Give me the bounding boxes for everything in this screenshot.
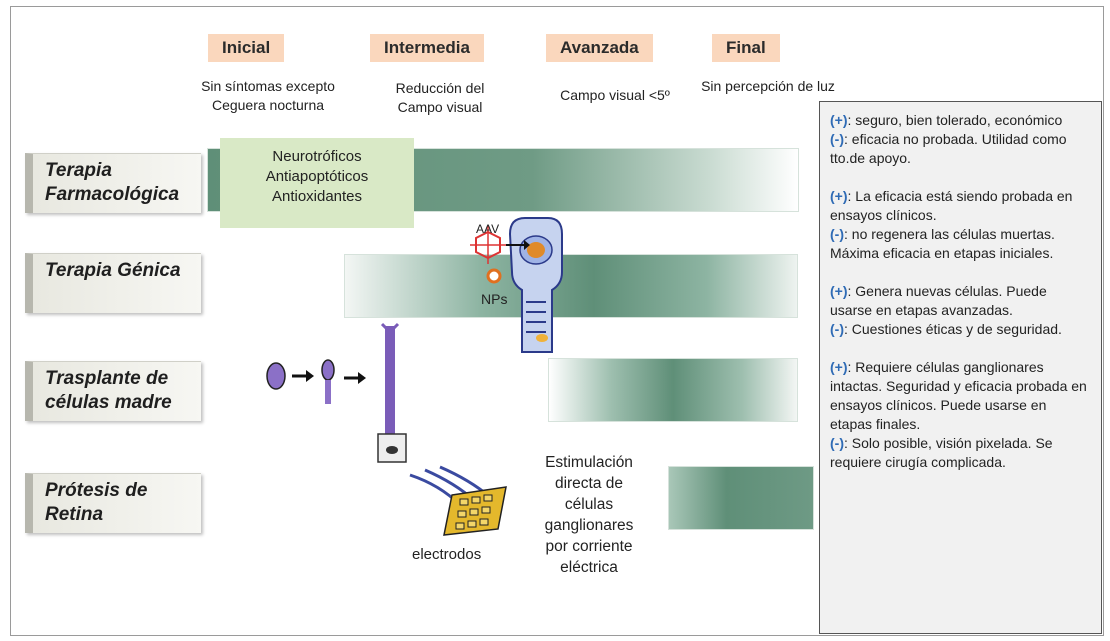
stage-final: Final xyxy=(712,34,780,62)
pros-marker: (+) xyxy=(830,283,848,299)
stage-intermedia: Intermedia xyxy=(370,34,484,62)
note-protesis: (+): Requiere células ganglionares intac… xyxy=(830,358,1091,472)
stage-inicial: Inicial xyxy=(208,34,285,62)
stage-avanzada-desc: Campo visual <5º xyxy=(560,87,670,103)
stage-final-desc: Sin percepción de luz xyxy=(701,78,835,94)
diagram-frame xyxy=(10,6,1104,636)
cons-marker: (-) xyxy=(830,131,844,147)
pros-cons-panel: (+): seguro, bien tolerado, económico (-… xyxy=(819,101,1102,634)
stage-avanzada: Avanzada xyxy=(546,34,653,62)
note-genica: (+): La eficacia está siendo probada en … xyxy=(830,187,1091,263)
pros-text: : seguro, bien tolerado, económico xyxy=(847,112,1063,128)
retinal-electrode-array xyxy=(409,465,507,536)
electrodes-label: electrodos xyxy=(412,546,482,563)
pharma-neurotroficos: Neurotróficos xyxy=(272,148,362,165)
cons-text: : Solo posible, visión pixelada. Se requ… xyxy=(830,435,1053,470)
bar-trasplante xyxy=(548,358,798,422)
cons-text: : no regenera las células muertas. Máxim… xyxy=(830,226,1055,261)
stage-inicial-desc: Sin síntomas excepto Ceguera nocturna xyxy=(201,78,335,113)
cons-text: : eficacia no probada. Utilidad como tto… xyxy=(830,131,1067,166)
nps-label: NPs xyxy=(481,291,508,307)
pharma-antioxidantes: Antioxidantes xyxy=(271,188,363,205)
bar-genica xyxy=(344,254,798,318)
pharma-antiapoptoticos: Antiapoptóticos xyxy=(265,168,369,185)
aav-label: AAV xyxy=(476,222,500,236)
pros-marker: (+) xyxy=(830,112,848,128)
stimulation-description: Estimulación directa de células ganglion… xyxy=(544,454,634,576)
stage-intermedia-desc: Reducción del Campo visual xyxy=(395,80,485,115)
therapy-label-farmacologica: Terapia Farmacológica xyxy=(25,153,201,213)
aav-virus-icon xyxy=(470,226,530,264)
cons-marker: (-) xyxy=(830,435,844,451)
bar-protesis xyxy=(668,466,814,530)
pros-text: : Genera nuevas células. Puede usarse en… xyxy=(830,283,1047,318)
pros-marker: (+) xyxy=(830,359,848,375)
pros-marker: (+) xyxy=(830,188,848,204)
stem-cell-progression xyxy=(266,322,407,463)
pros-text: : Requiere células ganglionares intactas… xyxy=(830,359,1087,432)
cons-marker: (-) xyxy=(830,226,844,242)
pros-text: : La eficacia está siendo probada en ens… xyxy=(830,188,1073,223)
nanoparticle-icon xyxy=(486,268,502,284)
photoreceptor-illustration xyxy=(508,217,563,353)
therapy-label-genica: Terapia Génica xyxy=(25,253,201,313)
therapy-label-trasplante: Trasplante de células madre xyxy=(25,361,201,421)
cons-text: : Cuestiones éticas y de seguridad. xyxy=(844,321,1062,337)
note-trasplante: (+): Genera nuevas células. Puede usarse… xyxy=(830,282,1091,339)
pharma-agents-box: Neurotróficos Antiapoptóticos Antioxidan… xyxy=(220,138,414,228)
cons-marker: (-) xyxy=(830,321,844,337)
therapy-label-protesis: Prótesis de Retina xyxy=(25,473,201,533)
note-farmacologica: (+): seguro, bien tolerado, económico (-… xyxy=(830,111,1091,168)
